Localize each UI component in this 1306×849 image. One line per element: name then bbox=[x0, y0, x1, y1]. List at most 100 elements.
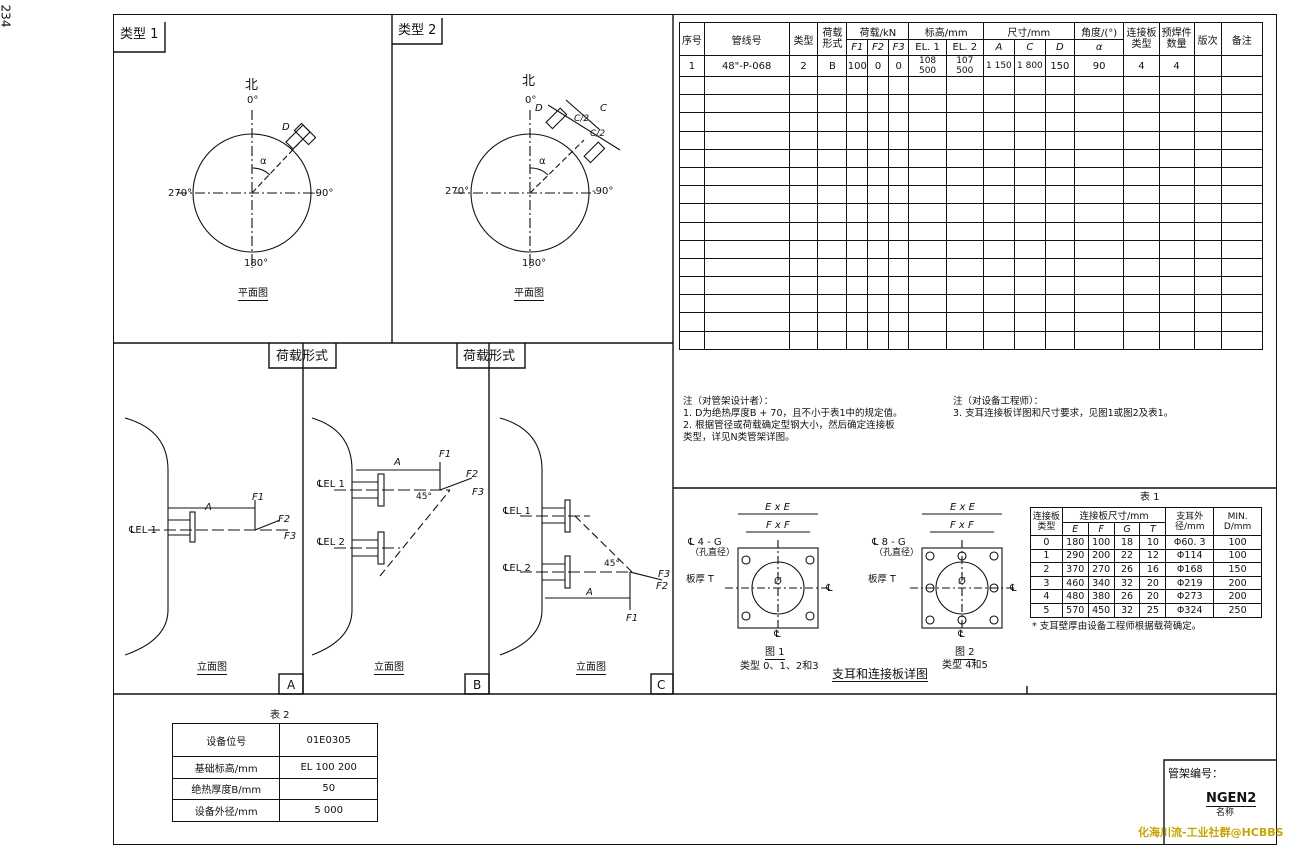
cell bbox=[1193, 75, 1222, 96]
table-row bbox=[679, 312, 1264, 332]
type1-dim-d: D bbox=[282, 122, 290, 133]
cell bbox=[982, 166, 1015, 187]
cell: 32 bbox=[1113, 602, 1141, 618]
cell bbox=[1013, 148, 1046, 168]
cell bbox=[703, 130, 790, 150]
cell bbox=[867, 75, 889, 96]
cell bbox=[679, 239, 705, 259]
cell bbox=[703, 148, 790, 168]
th-f3: F3 bbox=[887, 39, 910, 56]
cell bbox=[1158, 112, 1195, 132]
detail-title: 支耳和连接板详图 bbox=[832, 667, 929, 682]
elev-b-dim-a: A bbox=[394, 457, 401, 468]
cell bbox=[887, 276, 910, 296]
cell bbox=[817, 75, 848, 96]
cell bbox=[982, 239, 1015, 259]
cell: 22 bbox=[1113, 548, 1141, 564]
type2-angle: α bbox=[539, 156, 546, 167]
cell bbox=[1193, 312, 1222, 332]
type2-dim-c2a: C/2 bbox=[574, 114, 590, 124]
cell bbox=[945, 330, 984, 350]
cell bbox=[1220, 257, 1264, 278]
cell bbox=[887, 312, 910, 332]
cell bbox=[846, 112, 869, 132]
cell bbox=[788, 239, 819, 259]
cell bbox=[1193, 94, 1222, 114]
cell bbox=[1123, 239, 1160, 259]
table-row bbox=[679, 330, 1264, 350]
type1-north: 北 bbox=[245, 78, 259, 93]
cell: 460 bbox=[1061, 575, 1089, 591]
cell bbox=[788, 294, 819, 314]
fig1-hole: ℄ 4 - G bbox=[688, 537, 722, 548]
cell bbox=[846, 257, 869, 278]
cell bbox=[846, 294, 869, 314]
cell: 48"-P-068 bbox=[703, 55, 790, 77]
cell bbox=[908, 239, 947, 259]
fig1-types: 类型 0、1、2和3 bbox=[740, 661, 819, 672]
cell bbox=[1044, 276, 1075, 296]
cell bbox=[679, 257, 705, 278]
cell bbox=[1158, 239, 1195, 259]
cell: 3 bbox=[1030, 575, 1063, 591]
cell bbox=[1013, 221, 1046, 241]
th-angle: 角度/(°) bbox=[1073, 22, 1125, 40]
elev-a-el1: ℄EL 1 bbox=[129, 525, 157, 536]
cell: 1 800 bbox=[1013, 55, 1046, 77]
cell bbox=[1123, 257, 1160, 278]
cell: 5 000 bbox=[279, 799, 378, 822]
cell bbox=[703, 312, 790, 332]
cell bbox=[1044, 185, 1075, 205]
cell bbox=[846, 130, 869, 150]
cell bbox=[982, 148, 1015, 168]
cell: 180 bbox=[1061, 535, 1089, 550]
cell bbox=[679, 221, 705, 241]
cell bbox=[1193, 221, 1222, 241]
cell bbox=[703, 166, 790, 187]
cell bbox=[1044, 330, 1075, 350]
table-row bbox=[679, 94, 1264, 114]
type2-deg-right: -90° bbox=[592, 186, 614, 197]
cell bbox=[1073, 185, 1125, 205]
cell bbox=[1220, 330, 1264, 350]
cell bbox=[1013, 294, 1046, 314]
fig2-types: 类型 4和5 bbox=[942, 660, 988, 671]
cell bbox=[1220, 239, 1264, 259]
cell bbox=[846, 75, 869, 96]
cell bbox=[788, 166, 819, 187]
cell bbox=[982, 221, 1015, 241]
cell bbox=[908, 185, 947, 205]
fig2-exe: E x E bbox=[950, 502, 975, 513]
cell bbox=[867, 330, 889, 350]
cell: 18 bbox=[1113, 535, 1141, 550]
cell bbox=[908, 221, 947, 241]
cell bbox=[1158, 257, 1195, 278]
cell bbox=[1193, 257, 1222, 278]
cell bbox=[703, 112, 790, 132]
type1-deg-bottom: 180° bbox=[244, 258, 269, 269]
cell bbox=[908, 257, 947, 278]
cell bbox=[1220, 185, 1264, 205]
cell bbox=[1220, 294, 1264, 314]
cell: 20 bbox=[1139, 575, 1167, 591]
cell bbox=[945, 148, 984, 168]
cell: 200 bbox=[1213, 575, 1262, 591]
type2-north: 北 bbox=[522, 74, 536, 89]
cell bbox=[1220, 276, 1264, 296]
cell bbox=[945, 221, 984, 241]
cell bbox=[945, 185, 984, 205]
cell: 107 500 bbox=[945, 55, 984, 77]
th-f2: F2 bbox=[867, 39, 889, 56]
fig2-hole2: （孔直径） bbox=[874, 548, 920, 558]
cell bbox=[846, 148, 869, 168]
cell bbox=[867, 276, 889, 296]
cell: 10 bbox=[1139, 535, 1167, 550]
type1-angle: α bbox=[260, 156, 267, 167]
cell: 32 bbox=[1113, 575, 1141, 591]
cell bbox=[908, 130, 947, 150]
cell bbox=[867, 257, 889, 278]
